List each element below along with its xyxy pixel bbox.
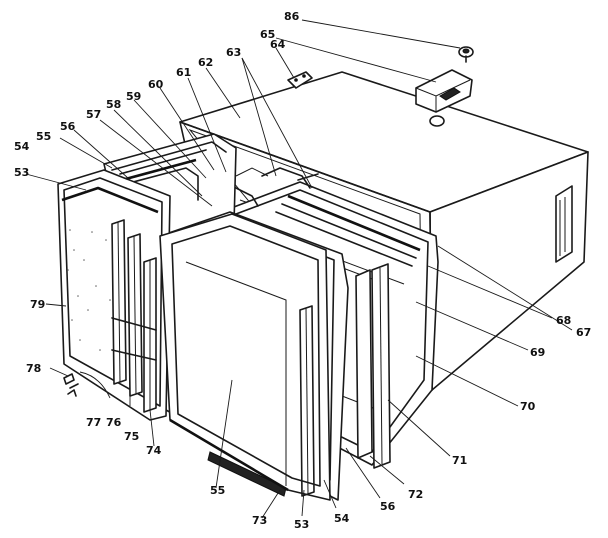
callout-59: 59 xyxy=(126,90,141,103)
callout-54-lower: 54 xyxy=(334,512,350,525)
callout-64: 64 xyxy=(270,38,286,51)
front-door-outer-panel xyxy=(57,169,171,421)
callout-71: 71 xyxy=(452,454,467,467)
callout-58: 58 xyxy=(106,98,121,111)
callout-79: 79 xyxy=(30,298,45,311)
callout-73: 73 xyxy=(252,514,267,527)
outer-door-frame xyxy=(159,213,331,501)
callout-55-lower: 55 xyxy=(210,484,225,497)
callout-72: 72 xyxy=(408,488,423,501)
callout-61: 61 xyxy=(176,66,191,79)
callout-55: 55 xyxy=(36,130,51,143)
callout-56: 56 xyxy=(60,120,76,133)
screw-part xyxy=(458,46,474,63)
callout-labels: 86 65 64 63 62 61 60 59 58 57 56 55 54 5… xyxy=(14,10,591,531)
callout-65: 65 xyxy=(260,28,275,41)
callout-56-lower: 56 xyxy=(380,500,396,513)
hinge-hardware xyxy=(63,371,111,399)
callout-74: 74 xyxy=(146,444,162,457)
callout-76: 76 xyxy=(106,416,122,429)
callout-78: 78 xyxy=(26,362,41,375)
callout-69: 69 xyxy=(530,346,545,359)
callout-62: 62 xyxy=(198,56,213,69)
callout-54: 54 xyxy=(14,140,30,153)
leader-lines xyxy=(25,19,573,519)
callout-57: 57 xyxy=(86,108,101,121)
callout-77: 77 xyxy=(86,416,101,429)
clip-part xyxy=(287,71,313,89)
callout-75: 75 xyxy=(124,430,139,443)
callout-60: 60 xyxy=(148,78,164,91)
callout-86: 86 xyxy=(284,10,300,23)
callout-67: 67 xyxy=(576,326,591,339)
callout-63: 63 xyxy=(226,46,241,59)
callout-53-lower: 53 xyxy=(294,518,309,531)
callout-68: 68 xyxy=(556,314,571,327)
latch-bracket-part xyxy=(415,69,473,113)
callout-70: 70 xyxy=(520,400,536,413)
callout-53: 53 xyxy=(14,166,29,179)
